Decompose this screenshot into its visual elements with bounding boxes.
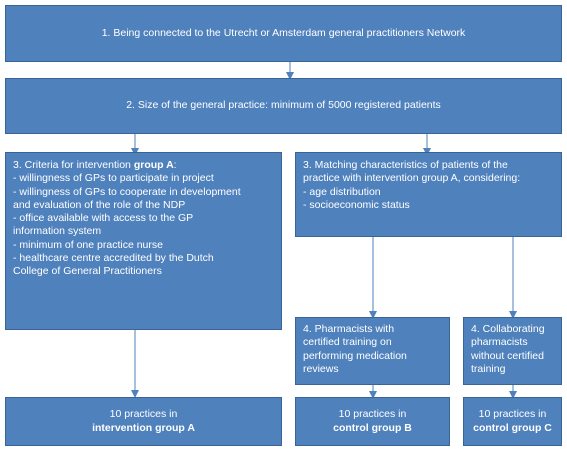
result-group-c-box: 10 practices in control group C <box>463 397 562 446</box>
step-1-box: 1. Being connected to the Utrecht or Ams… <box>5 5 562 62</box>
criteria-item: - willingness of GPs to participate in p… <box>13 172 214 185</box>
step-3-criteria-group-a-box: 3. Criteria for intervention group A: - … <box>5 152 282 330</box>
result-c-line2: control group C <box>473 421 552 434</box>
pharmacists-b-line: 4. Pharmacists with <box>303 323 395 335</box>
matching-line: - socioeconomic status <box>303 198 410 211</box>
result-b-line2: control group B <box>333 421 412 434</box>
criteria-item: - minimum of one practice nurse <box>13 238 163 251</box>
step-3-matching-box: 3. Matching characteristics of patients … <box>295 152 562 237</box>
pharmacists-c-line: training <box>471 362 506 375</box>
criteria-item: and evaluation of the role of the NDP <box>13 198 186 211</box>
result-b-line1: 10 practices in <box>338 408 407 421</box>
pharmacists-b-line: reviews <box>303 362 339 375</box>
pharmacists-b-line: certified training on <box>303 336 392 349</box>
criteria-title-bold: group A <box>133 159 174 171</box>
pharmacists-c-line: pharmacists <box>471 336 528 349</box>
criteria-item: College of General Practitioners <box>13 265 162 278</box>
result-group-a-box: 10 practices in intervention group A <box>5 397 282 446</box>
result-c-line1: 10 practices in <box>478 408 547 421</box>
result-a-line2: intervention group A <box>92 421 195 434</box>
criteria-item: - willingness of GPs to cooperate in dev… <box>13 185 241 198</box>
step-1-text: 1. Being connected to the Utrecht or Ams… <box>101 26 466 39</box>
pharmacists-c-line: without certified <box>471 349 544 362</box>
criteria-item: information system <box>13 225 102 238</box>
criteria-item: - healthcare centre accredited by the Du… <box>13 252 214 265</box>
result-group-b-box: 10 practices in control group B <box>295 397 450 446</box>
criteria-title: 3. Criteria for intervention group A: <box>13 159 177 171</box>
step-2-box: 2. Size of the general practice: minimum… <box>5 78 562 134</box>
result-a-line1: 10 practices in <box>109 408 178 421</box>
criteria-item: - office available with access to the GP <box>13 212 194 225</box>
matching-line: - age distribution <box>303 185 381 198</box>
matching-line: practice with intervention group A, cons… <box>303 172 521 185</box>
pharmacists-b-line: performing medication <box>303 349 407 362</box>
step-4-certified-pharmacists-box: 4. Pharmacists with certified training o… <box>295 317 450 385</box>
pharmacists-c-line: 4. Collaborating <box>471 323 545 335</box>
step-2-text: 2. Size of the general practice: minimum… <box>126 99 441 112</box>
matching-line: 3. Matching characteristics of patients … <box>303 159 508 171</box>
step-4-collaborating-pharmacists-box: 4. Collaborating pharmacists without cer… <box>463 317 562 385</box>
